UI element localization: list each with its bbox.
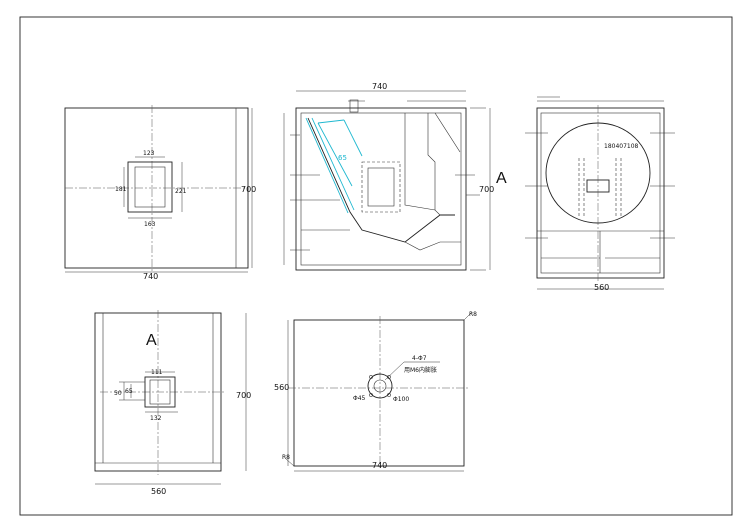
drawing-frame [19,16,733,516]
section-height-label: 700 [236,391,251,400]
port-opening [127,161,173,213]
side-width-label: 740 [372,82,387,91]
section-width-label: 560 [151,487,166,496]
section-port-h2-label: 65 [125,388,133,395]
top-port-height-label: 181 [115,186,127,193]
mount-hole-inner [373,379,387,393]
top-port-width-label: 123 [143,150,155,157]
front-width-label: 560 [594,283,609,292]
diameter-outer-label: Φ100 [393,396,409,403]
side-cyan-label: 65 [338,154,347,162]
mount-hole-outer [367,373,393,399]
corner-label-bottom: R8 [282,454,290,461]
corner-label-top: R8 [469,311,477,318]
top-width-label: 740 [143,272,158,281]
side-view: 740 65 700 A [283,82,507,271]
top-view: 123 181 221 163 740 700 [64,105,256,281]
top-port-outer-width-label: 163 [144,221,156,228]
section-port-width-label: 111 [151,369,163,376]
top-port-outer-height-label: 221 [175,188,187,195]
hole-note-2: 用M6内膨胀 [404,366,437,374]
section-a-marker: A [496,170,507,187]
section-port-h1-label: 50 [114,390,122,397]
bottom-height-label: 560 [274,383,289,392]
front-speaker-label: 180407108 [604,143,639,150]
hole-note-1: 4-Φ7 [412,355,427,362]
bottom-view: 4-Φ7 用M6内膨胀 Φ45 Φ100 R8 R8 560 740 [274,311,477,472]
side-height-label: 700 [479,185,494,194]
top-height-label: 700 [241,185,256,194]
diameter-inner-label: Φ45 [353,395,366,402]
bottom-width-label: 740 [372,461,387,470]
section-a-view: A 111 132 50 65 700 560 [94,310,251,496]
front-view: 180407108 560 [525,96,675,292]
section-a-title: A [146,332,157,349]
section-port-outer-width-label: 132 [150,415,162,422]
